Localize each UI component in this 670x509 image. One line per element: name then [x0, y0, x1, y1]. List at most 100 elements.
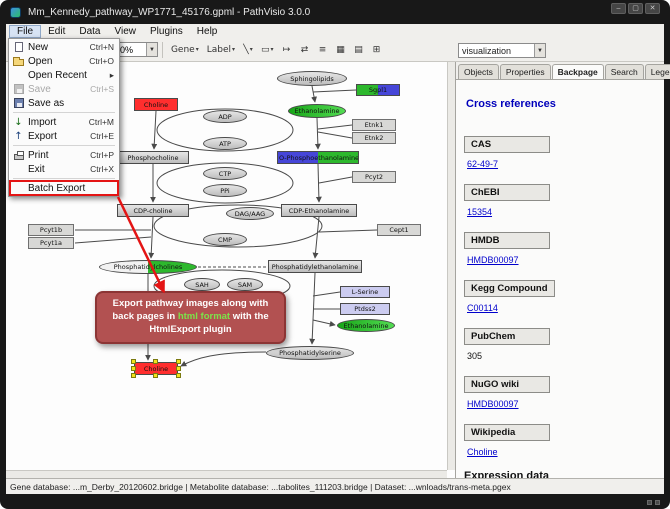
toolbar-stack-button[interactable]: ≡ — [318, 44, 327, 55]
node-phosphatidylethanolamine[interactable]: Phosphatidylethanolamine — [268, 260, 362, 273]
dropdown-arrow-icon: ▾ — [249, 47, 253, 53]
dropdown-arrow-icon: ▾ — [232, 47, 236, 53]
xref-header: Wikipedia — [464, 424, 550, 441]
selection-handle[interactable] — [153, 359, 158, 364]
close-button[interactable]: ✕ — [645, 3, 660, 14]
node-pcyt1a[interactable]: Pcyt1a — [28, 237, 74, 249]
toolbar-add-gene-button[interactable]: Gene▾ — [170, 44, 199, 55]
node-ctp[interactable]: CTP — [203, 167, 247, 180]
node-dag-aag[interactable]: DAG/AAG — [226, 207, 274, 220]
tab-properties[interactable]: Properties — [499, 64, 551, 79]
node-pcyt1b[interactable]: Pcyt1b — [28, 224, 74, 236]
xref-link[interactable]: HMDB00097 — [467, 255, 519, 265]
node-cept1[interactable]: Cept1 — [377, 224, 421, 236]
visualization-dropdown-arrow-icon[interactable]: ▼ — [534, 44, 545, 57]
node-phosphocholine[interactable]: Phosphocholine — [117, 151, 189, 164]
cross-references-heading: Cross references — [466, 98, 556, 110]
xref-header: HMDB — [464, 232, 550, 249]
node-sah[interactable]: SAH — [184, 278, 220, 291]
titlebar: Mm_Kennedy_pathway_WP1771_45176.gpml - P… — [6, 0, 664, 24]
xref-link[interactable]: Choline — [467, 447, 498, 457]
node-atp[interactable]: ATP — [203, 137, 247, 150]
selection-handle[interactable] — [176, 373, 181, 378]
selection-handle[interactable] — [153, 373, 158, 378]
node-sphingolipids[interactable]: Sphingolipids — [277, 71, 347, 86]
selection-handle[interactable] — [176, 359, 181, 364]
xref-link[interactable]: 15354 — [467, 207, 493, 217]
sidebar-tabs: ObjectsPropertiesBackpageSearchLegend — [456, 62, 670, 79]
node-ethanolamine-top[interactable]: Ethanolamine — [288, 104, 346, 118]
canvas-vertical-scrollbar[interactable] — [447, 62, 455, 470]
node-cdp-choline[interactable]: CDP-choline — [117, 204, 189, 217]
toolbar-add-line-button[interactable]: ╲▾ — [243, 44, 253, 55]
selection-handle[interactable] — [131, 365, 136, 371]
node-l-serine[interactable]: L-Serine — [340, 286, 390, 298]
node-phosphatidylserine[interactable]: Phosphatidylserine — [266, 346, 354, 360]
visualization-combo[interactable]: visualization ▼ — [458, 43, 546, 58]
menu-help[interactable]: Help — [196, 25, 218, 37]
menu-item-batch-export[interactable]: Batch Export — [9, 180, 119, 196]
tab-legend[interactable]: Legend — [644, 64, 670, 79]
menu-data[interactable]: Data — [79, 25, 101, 37]
menu-view[interactable]: View — [114, 25, 136, 37]
tab-search[interactable]: Search — [604, 64, 644, 79]
menu-item-open-recent[interactable]: Open Recent▸ — [28, 69, 114, 81]
node-pcyt2[interactable]: Pcyt2 — [352, 171, 396, 183]
toolbar-layout-button[interactable]: ▤ — [354, 44, 363, 55]
node-sgpl1[interactable]: Sgpl1 — [356, 84, 400, 96]
menu-file[interactable]: File — [9, 24, 42, 38]
xref-header: CAS — [464, 136, 550, 153]
selection-handle[interactable] — [131, 373, 136, 378]
node-sam[interactable]: SAM — [227, 278, 263, 291]
node-cmp[interactable]: CMP — [203, 233, 247, 246]
node-o-phosphoethanolamine[interactable]: O-Phosphoethanolamine — [277, 151, 359, 164]
toolbar-add-label-button[interactable]: Label▾ — [206, 44, 236, 55]
xref-link[interactable]: 62-49-7 — [467, 159, 499, 169]
resize-grip[interactable] — [647, 500, 652, 505]
toolbar-align-horizontal-button[interactable]: ↦ — [282, 44, 291, 55]
node-choline-bottom[interactable]: Choline — [131, 359, 181, 378]
canvas-horizontal-scrollbar[interactable] — [6, 470, 447, 478]
tab-backpage[interactable]: Backpage — [551, 64, 604, 79]
menu-plugins[interactable]: Plugins — [149, 25, 183, 37]
selection-handle[interactable] — [176, 365, 181, 371]
resize-grip[interactable] — [655, 500, 660, 505]
app-icon — [10, 6, 21, 18]
toolbar-common-size-button[interactable]: ▦ — [336, 44, 345, 55]
node-etnk1[interactable]: Etnk1 — [352, 119, 396, 131]
dropdown-arrow-icon: ▾ — [195, 47, 199, 53]
node-ptdss2[interactable]: Ptdss2 — [340, 303, 390, 315]
toolbar-add-shape-button[interactable]: ▭▾ — [261, 44, 274, 55]
toolbar-buttons: Gene▾ Label▾ ╲▾ ▭▾ ↦ ⇄ ≡ ▦ ▤ ⊞ — [167, 41, 386, 59]
node-phosphatidylcholines[interactable]: Phosphatidylcholines — [99, 260, 197, 274]
zoom-dropdown-arrow-icon[interactable]: ▼ — [145, 43, 157, 56]
menu-item-save-as[interactable]: Save as — [10, 96, 118, 110]
selection-handle[interactable] — [131, 359, 136, 364]
toolbar-group-button[interactable]: ⊞ — [372, 44, 381, 55]
tab-objects[interactable]: Objects — [458, 64, 499, 79]
minimize-button[interactable]: – — [611, 3, 626, 14]
toolbar-align-vertical-button[interactable]: ⇄ — [300, 44, 309, 55]
node-etnk2[interactable]: Etnk2 — [352, 132, 396, 144]
menu-edit[interactable]: Edit — [48, 25, 66, 37]
xref-link[interactable]: C00114 — [467, 303, 498, 313]
node-cdp-ethanolamine[interactable]: CDP-Ethanolamine — [281, 204, 357, 217]
xref-link[interactable]: HMDB00097 — [467, 399, 519, 409]
zoom-input[interactable] — [107, 44, 146, 55]
node-ppi[interactable]: PPi — [203, 184, 247, 197]
xref-value: 305 — [467, 351, 483, 361]
node-choline-top[interactable]: Choline — [134, 98, 178, 111]
maximize-button[interactable]: ▢ — [628, 3, 643, 14]
node-ethanolamine-mid[interactable]: Ethanolamine — [337, 319, 395, 332]
node-adp[interactable]: ADP — [203, 110, 247, 123]
